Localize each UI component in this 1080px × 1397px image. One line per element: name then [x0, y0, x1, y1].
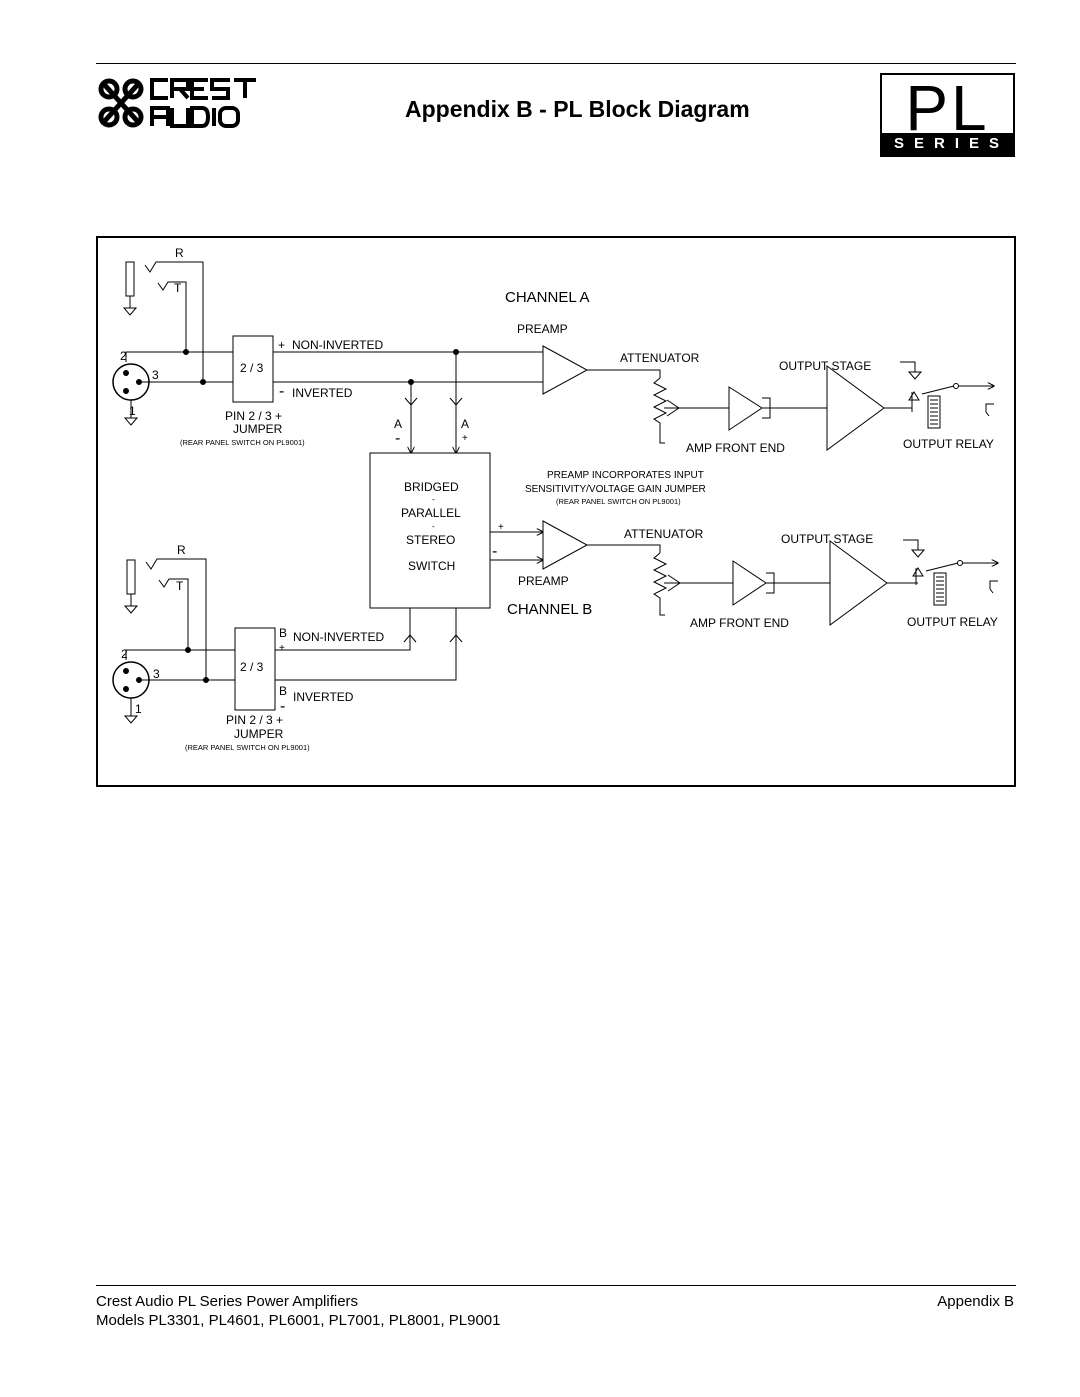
jumper-box-a: [232, 335, 274, 403]
jumper-box-b: [234, 627, 276, 711]
output-relay-label-b: OUTPUT RELAY: [907, 615, 998, 629]
switch-dash-2: -: [432, 522, 435, 531]
page-title: Appendix B - PL Block Diagram: [405, 96, 750, 122]
jumper-box-label-a: 2 / 3: [240, 361, 264, 375]
preamp-note-line1: PREAMP INCORPORATES INPUT: [547, 470, 704, 481]
minus-sign-b: -: [280, 698, 285, 715]
preamp-minus-b: -: [492, 543, 497, 560]
amp-front-end-label-b: AMP FRONT END: [690, 616, 789, 630]
pin-jumper-label-a: PIN 2 / 3 +: [225, 409, 282, 423]
xlr-pin2-label-b: 2: [121, 647, 128, 661]
pl-series-badge: PL SERIES: [880, 73, 1015, 157]
preamp-a: [542, 345, 589, 395]
ground-icon: [123, 605, 139, 614]
plus-sign-b: +: [279, 643, 285, 654]
preamp-b: [542, 520, 589, 570]
non-inverted-label-b: NON-INVERTED: [293, 630, 384, 644]
rear-panel-note-a: (REAR PANEL SWITCH ON PL9001): [180, 438, 305, 447]
jumper-box-label-b: 2 / 3: [240, 660, 264, 674]
switch-dash-1: -: [432, 495, 435, 504]
header-rule: [96, 63, 1016, 64]
output-relay-label-a: OUTPUT RELAY: [903, 437, 994, 451]
xlr-pin3-label-a: 3: [152, 368, 159, 382]
preamp-plus-b: +: [498, 522, 504, 533]
channel-b-title: CHANNEL B: [507, 601, 592, 618]
block-diagram: R T 2 3 1 2 / 3 + NON-INVERTED - INVERTE…: [96, 236, 1016, 787]
jack-t-label-b: T: [176, 579, 184, 593]
trs-jack-b: [126, 559, 136, 595]
trs-jack-a: [125, 261, 135, 297]
xlr-pin1-label-b: 1: [135, 702, 142, 716]
amp-front-end-b: [732, 560, 767, 606]
xlr-pin2-label-a: 2: [120, 349, 127, 363]
ground-icon: [123, 417, 139, 426]
non-inverted-label-a: NON-INVERTED: [292, 338, 383, 352]
attenuator-label-b: ATTENUATOR: [624, 527, 704, 541]
output-stage-label-b: OUTPUT STAGE: [781, 532, 873, 546]
preamp-note-line3: (REAR PANEL SWITCH ON PL9001): [556, 497, 681, 506]
badge-series-band: SERIES: [882, 133, 1013, 155]
a-minus-label: A: [394, 417, 402, 431]
a-minus-sign: -: [395, 430, 400, 447]
jack-r-label-a: R: [175, 246, 184, 260]
a-plus-sign: +: [462, 433, 468, 444]
pin-jumper-label-b: PIN 2 / 3 +: [226, 713, 283, 727]
a-plus-label: A: [461, 417, 469, 431]
xlr-pin3-label-b: 3: [153, 667, 160, 681]
relay-coil-b: [933, 572, 947, 606]
plus-sign-a: +: [278, 338, 285, 352]
preamp-note-line2: SENSITIVITY/VOLTAGE GAIN JUMPER: [525, 484, 706, 495]
ground-icon: [123, 715, 139, 724]
output-stage-a: [826, 365, 885, 451]
attenuator-b: [652, 552, 668, 616]
attenuator-label-a: ATTENUATOR: [620, 351, 700, 365]
output-stage-label-a: OUTPUT STAGE: [779, 359, 871, 373]
amp-front-end-label-a: AMP FRONT END: [686, 441, 785, 455]
ground-icon: [907, 371, 923, 380]
attenuator-a: [652, 377, 668, 444]
b-label-bottom: B: [279, 684, 287, 698]
crest-audio-logo: [98, 78, 256, 128]
badge-letters: PL: [905, 72, 990, 144]
switch-stereo: STEREO: [406, 533, 455, 547]
diagram-frame: [96, 236, 1016, 787]
jack-r-label-b: R: [177, 543, 186, 557]
footer-title: Crest Audio PL Series Power Amplifiers: [96, 1293, 359, 1310]
b-label-top: B: [279, 626, 287, 640]
output-stage-b: [829, 540, 888, 626]
jumper-label-a: JUMPER: [233, 422, 283, 436]
switch-parallel: PARALLEL: [401, 506, 461, 520]
minus-sign-a: -: [279, 383, 284, 400]
switch-switch: SWITCH: [408, 559, 455, 573]
inverted-label-a: INVERTED: [292, 386, 353, 400]
inverted-label-b: INVERTED: [293, 690, 354, 704]
xlr-pin1-label-a: 1: [129, 404, 136, 418]
bridge-parallel-stereo-switch: [369, 452, 491, 609]
footer-section: Appendix B: [937, 1293, 1014, 1310]
relay-coil-a: [927, 395, 941, 429]
ground-icon: [910, 549, 926, 558]
footer-rule: [96, 1285, 1016, 1286]
switch-bridged: BRIDGED: [404, 480, 459, 494]
preamp-label-b: PREAMP: [518, 574, 569, 588]
amp-front-end-a: [728, 386, 763, 431]
channel-a-title: CHANNEL A: [505, 289, 589, 306]
preamp-label-a: PREAMP: [517, 322, 568, 336]
jumper-label-b: JUMPER: [234, 727, 284, 741]
footer-models: Models PL3301, PL4601, PL6001, PL7001, P…: [96, 1312, 501, 1329]
jack-t-label-a: T: [174, 281, 182, 295]
ground-icon: [122, 307, 138, 316]
rear-panel-note-b: (REAR PANEL SWITCH ON PL9001): [185, 743, 310, 752]
